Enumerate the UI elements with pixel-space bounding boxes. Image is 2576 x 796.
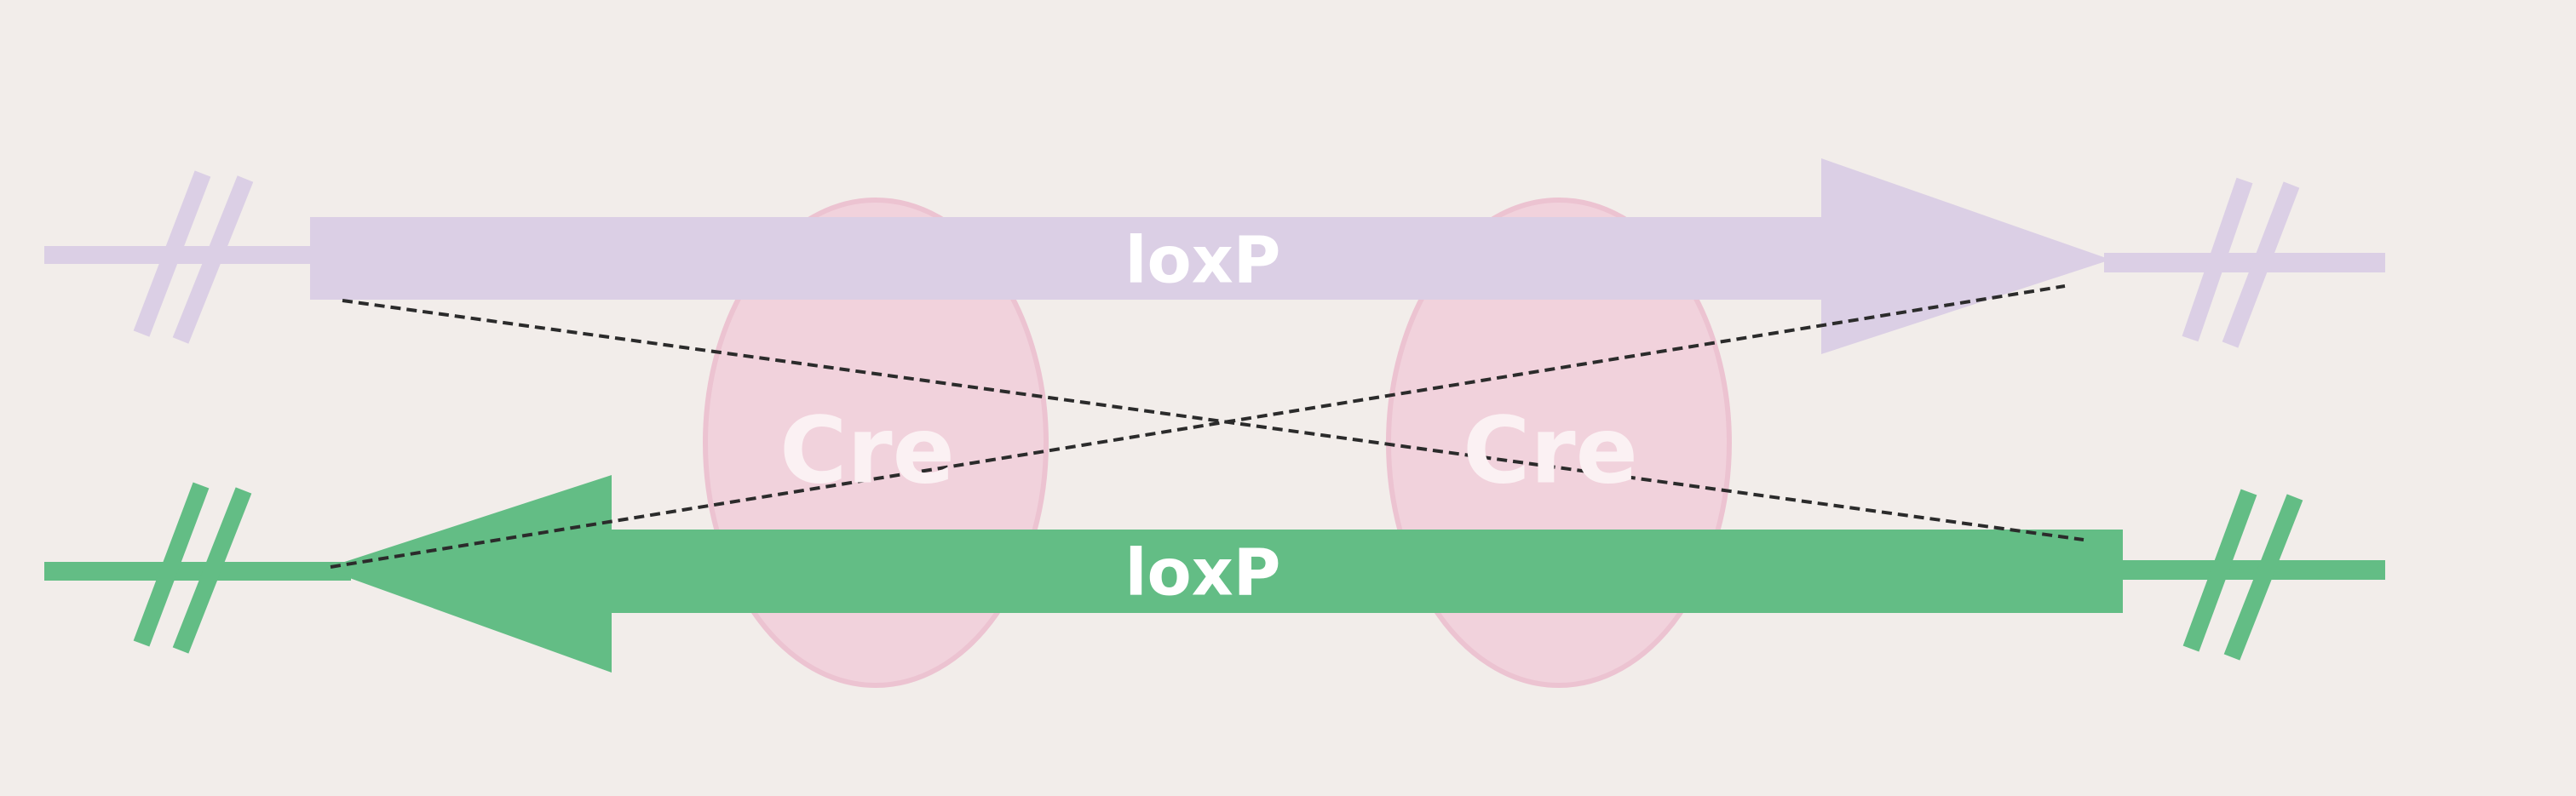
break-slash-1	[2182, 489, 2257, 652]
cre-label-right: Cre	[1463, 398, 1638, 505]
crossover-lines	[330, 284, 2084, 569]
break-slash-2	[172, 487, 252, 654]
top-strand	[44, 158, 2385, 354]
break-slash-1	[2182, 177, 2253, 342]
break-slash-1	[133, 170, 211, 337]
loxp-label-bottom: loxP	[1125, 535, 1281, 610]
double-slash-break-icon	[2182, 489, 2303, 661]
double-slash-break-icon	[2182, 177, 2300, 348]
break-slash-2	[2222, 181, 2300, 348]
double-slash-break-icon	[133, 482, 252, 654]
break-slash-1	[133, 482, 210, 647]
bottom-strand-right-tail	[2118, 560, 2385, 580]
loxp-arrow-top	[310, 158, 2111, 354]
labels: loxP loxP Cre Cre	[779, 222, 1638, 610]
double-slash-break-icon	[133, 170, 254, 344]
loxp-label-top: loxP	[1125, 222, 1281, 298]
crossover-line-2	[330, 284, 2066, 569]
cre-label-left: Cre	[779, 398, 955, 505]
bottom-strand-left-tail	[44, 562, 351, 581]
loxp-arrow-bottom	[324, 475, 2123, 673]
top-strand-right-tail	[2104, 253, 2385, 272]
crossover-line-1	[342, 299, 2084, 541]
bottom-strand	[44, 475, 2385, 673]
break-slash-2	[172, 175, 254, 344]
break-slash-2	[2223, 494, 2303, 661]
